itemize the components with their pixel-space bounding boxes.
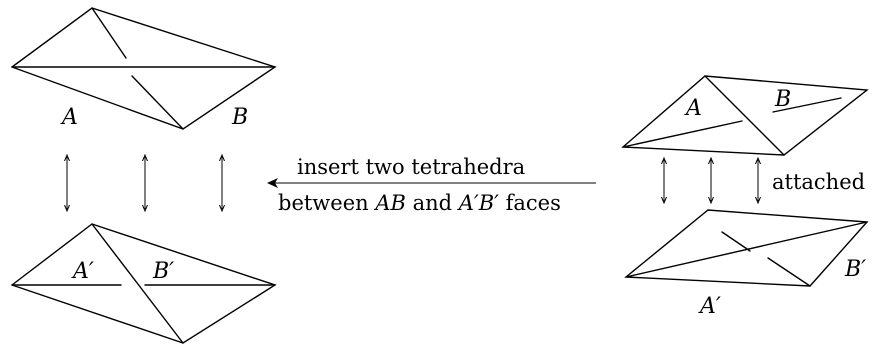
top-left-label-b: B <box>231 105 248 130</box>
caption-suffix: faces <box>499 191 561 215</box>
caption-line-1: insert two tetrahedra <box>297 155 525 179</box>
caption-and: and <box>406 191 459 215</box>
top-right-shape <box>621 75 869 156</box>
bottom-right-label-b-prime: B′ <box>844 257 866 282</box>
caption-prefix: between <box>278 191 375 215</box>
top-right-label-a: A <box>684 96 702 121</box>
caption-line-2: between AB and A′B′ faces <box>278 191 561 215</box>
bottom-left-label-b-prime: B′ <box>152 259 174 284</box>
bottom-right-label-a-prime: A′ <box>698 294 721 319</box>
caption-ab: AB <box>373 191 406 215</box>
attached-label: attached <box>772 170 865 194</box>
bottom-right-shape <box>624 209 869 287</box>
top-left-label-a: A <box>60 105 78 130</box>
bottom-left-label-a-prime: A′ <box>71 259 94 284</box>
bottom-left-shape <box>11 223 277 344</box>
top-right-label-b: B <box>774 87 791 112</box>
caption-apbp: A′B′ <box>457 191 499 215</box>
top-left-shape <box>11 7 277 130</box>
